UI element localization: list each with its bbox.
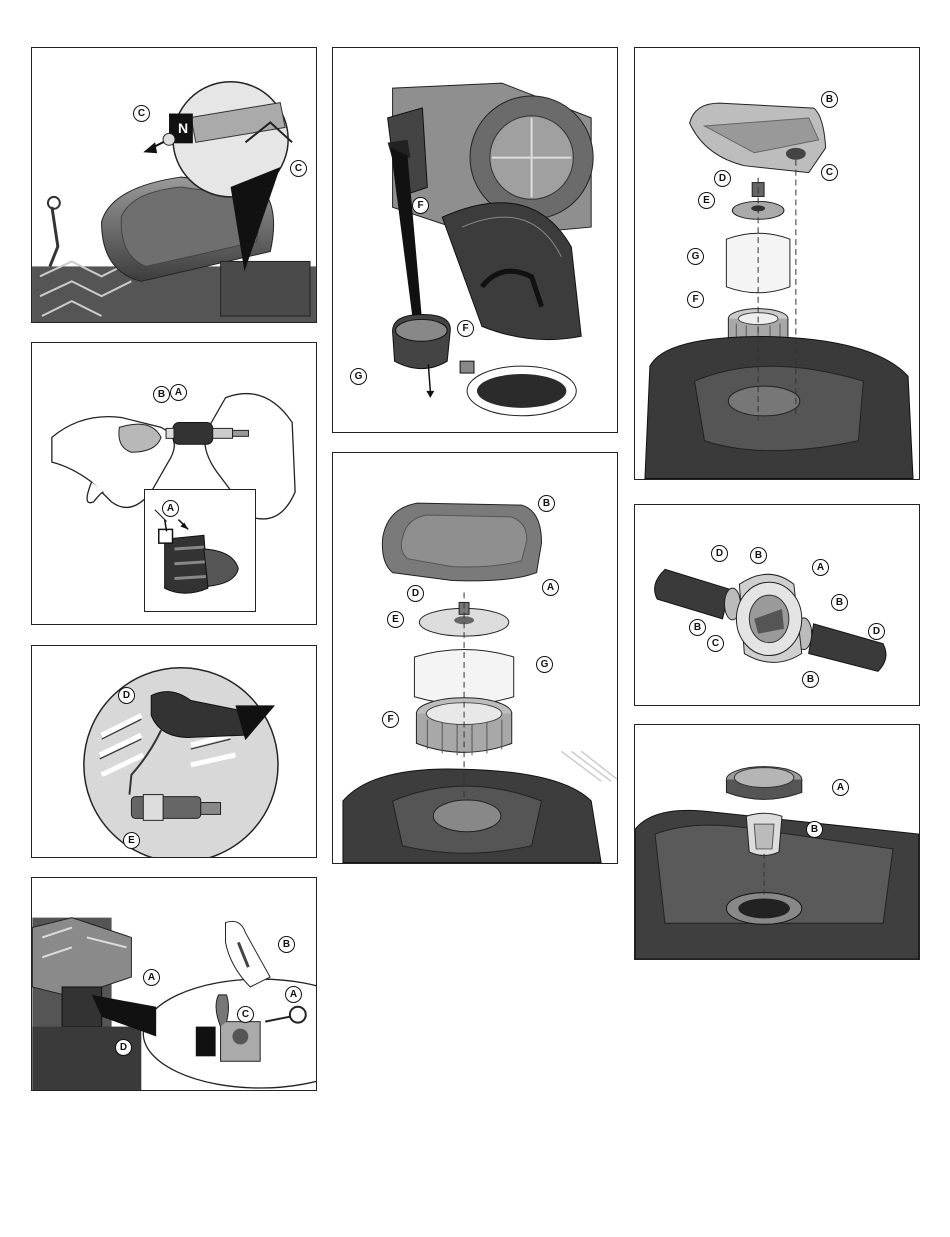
callout-g: G [350, 368, 367, 385]
callout-a: A [542, 579, 559, 596]
callout-d: D [407, 585, 424, 602]
figure-panel-2: B A A [31, 342, 317, 625]
figure-panel-3: D E [31, 645, 317, 858]
callout-b-1: B [750, 547, 767, 564]
callout-a-2: A [162, 500, 179, 517]
figure-panel-6: B A D E G F [332, 452, 618, 864]
callout-c: C [707, 635, 724, 652]
callout-b: B [821, 91, 838, 108]
callout-c: C [237, 1006, 254, 1023]
spark-plug-wire-illustration [32, 646, 316, 857]
spark-plug-gap-inset: A [144, 489, 256, 612]
callout-f: F [382, 711, 399, 728]
callout-b: B [538, 495, 555, 512]
square-air-filter-exploded-illustration [635, 48, 919, 479]
callout-c-2: C [290, 160, 307, 177]
callout-a-2: A [285, 986, 302, 1003]
callout-f: F [687, 291, 704, 308]
callout-d: D [118, 687, 135, 704]
engine-air-cleaner-illustration [32, 48, 316, 322]
round-air-filter-exploded-illustration [333, 453, 617, 863]
figure-panel-7: B C D E G F [634, 47, 920, 480]
callout-b-3: B [689, 619, 706, 636]
callout-b-4: B [802, 671, 819, 688]
figure-panel-4: B A A C D [31, 877, 317, 1091]
callout-c-1: C [133, 105, 150, 122]
callout-d: D [115, 1039, 132, 1056]
inline-fuel-filter-illustration [635, 505, 919, 705]
fuel-sign-letter: N [173, 114, 193, 142]
callout-b: B [278, 936, 295, 953]
callout-g: G [536, 656, 553, 673]
callout-a: A [832, 779, 849, 796]
side-air-filter-illustration [333, 48, 617, 432]
callout-d: D [714, 170, 731, 187]
callout-a-1: A [143, 969, 160, 986]
callout-b: B [153, 386, 170, 403]
figure-panel-1: C C N [31, 47, 317, 323]
callout-a: A [812, 559, 829, 576]
fuel-valve-illustration [32, 878, 316, 1090]
fuel-cap-strainer-illustration [635, 725, 919, 959]
callout-e: E [698, 192, 715, 209]
callout-e: E [123, 832, 140, 849]
callout-a-1: A [170, 384, 187, 401]
callout-e: E [387, 611, 404, 628]
callout-c: C [821, 164, 838, 181]
callout-d-2: D [868, 623, 885, 640]
callout-f-2: F [457, 320, 474, 337]
callout-g: G [687, 248, 704, 265]
callout-b: B [806, 821, 823, 838]
figure-panel-8: D B A B B D C B [634, 504, 920, 706]
callout-d-1: D [711, 545, 728, 562]
figure-panel-5: F F G [332, 47, 618, 433]
callout-b-2: B [831, 594, 848, 611]
figure-panel-9: A B [634, 724, 920, 960]
callout-f-1: F [412, 197, 429, 214]
